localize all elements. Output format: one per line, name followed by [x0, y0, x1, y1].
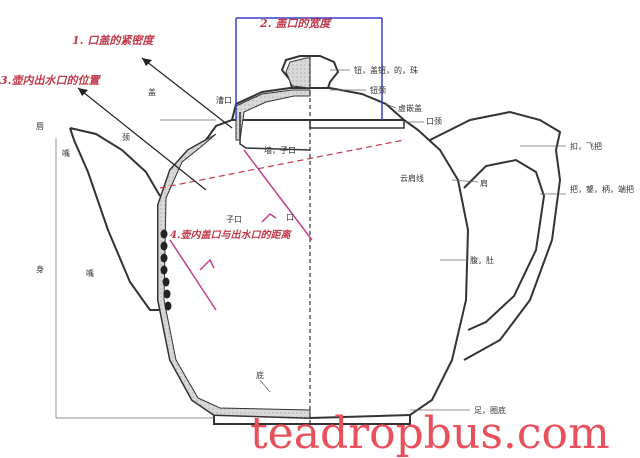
label-knob: 钮，盖钮，的，珠 — [354, 65, 418, 75]
spout-position-arrow-head — [78, 88, 88, 96]
label-body: 身 — [36, 264, 44, 274]
leader-lines — [55, 69, 566, 419]
wall-section-left — [157, 133, 311, 419]
label-cloud-line: 云肩线 — [400, 173, 424, 183]
mouth-neck-rect — [309, 119, 405, 129]
label-lid-inner: 虚嵌盖 — [398, 103, 422, 113]
mouth-arrow-mark — [261, 213, 277, 223]
annotation-lid-spout-distance: 4.壶内盖口与出水口的距离 — [170, 229, 292, 241]
label-rim: 唇 — [36, 122, 44, 131]
spout-outline — [69, 127, 161, 197]
teapot-body-right — [309, 119, 470, 419]
annotation-lid-width: 2. 盖口的宽度 — [259, 17, 332, 30]
label-belly: 腹，肚 — [470, 255, 494, 265]
label-shoulder: 肩 — [480, 178, 488, 188]
label-wall-mouth: 墙，子口 — [264, 145, 296, 155]
handle-inner — [463, 158, 546, 331]
label-spout-root: 嘴 — [86, 268, 94, 278]
distance-arrow-mark — [199, 258, 215, 271]
lid-fit-arrow — [141, 57, 233, 129]
annotation-lid-fit: 1. 口盖的紧密度 — [72, 34, 155, 47]
spout-position-arrow — [77, 87, 207, 191]
label-knob-neck: 钮颈 — [370, 85, 386, 95]
handle-outer — [429, 110, 562, 361]
label-foot: 足，圈底 — [474, 405, 506, 415]
spout-underside — [69, 127, 160, 311]
label-spout: 嘴 — [62, 148, 70, 158]
label-mouth: 口 — [286, 213, 294, 222]
lid-flange — [239, 112, 311, 151]
watermark: teadropbus.com — [250, 408, 610, 458]
label-mouth-neck: 口颈 — [426, 117, 442, 126]
spout-level-line — [159, 139, 405, 189]
label-neck: 颈 — [122, 133, 130, 142]
knob-section — [285, 57, 311, 89]
foot-outline — [213, 415, 411, 425]
label-lip-edge: 漕口 — [216, 95, 232, 105]
label-lid: 盖 — [148, 87, 156, 97]
label-handle-top: 扣，飞把 — [570, 141, 602, 151]
distance-arrow-a — [243, 149, 313, 241]
distance-arrow-b — [169, 239, 217, 311]
lid-fit-arrow-head — [142, 58, 152, 66]
label-handle: 把，鋬，柄，端把 — [570, 184, 634, 194]
annotation-spout-position: 3.壶内出水口的位置 — [0, 74, 101, 87]
lid-section — [235, 89, 311, 141]
spout-holes — [160, 229, 172, 311]
label-sub-mouth: 子口 — [226, 215, 242, 224]
label-bottom: 底 — [256, 370, 264, 380]
